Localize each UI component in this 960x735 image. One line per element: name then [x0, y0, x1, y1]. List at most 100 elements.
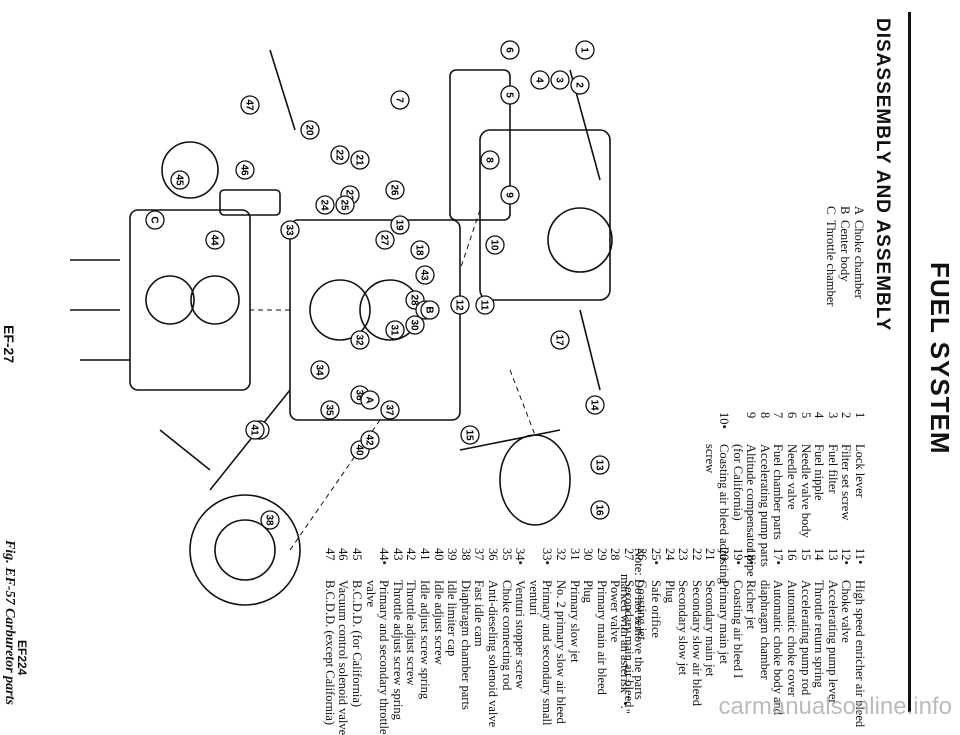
- spring-shape: [159, 429, 211, 471]
- callout-C: C: [145, 210, 165, 230]
- callout-47: 47: [240, 95, 260, 115]
- callout-12: 12: [450, 295, 470, 315]
- page-title: FUEL SYSTEM: [925, 262, 955, 455]
- part-label: Plug: [662, 580, 677, 603]
- throttle-chamber-shape: [129, 209, 251, 391]
- callout-17: 17: [550, 330, 570, 350]
- choke-chamber-shape: [479, 129, 611, 301]
- callout-19: 19: [390, 215, 410, 235]
- choke-bore-shape: [547, 207, 613, 273]
- callout-4: 4: [530, 70, 550, 90]
- svg-text:8: 8: [484, 157, 495, 163]
- part-label: diaphragm chamber: [757, 580, 772, 680]
- watermark: carmanualsonline.info: [718, 693, 952, 720]
- callout-45: 45: [170, 170, 190, 190]
- center-body-shape: [289, 219, 461, 421]
- part-number: 24: [662, 548, 677, 561]
- primary-bore-shape: [309, 279, 371, 341]
- part-number: 1: [853, 412, 867, 419]
- callout-37: 37: [380, 400, 400, 420]
- legend-label: Center body: [838, 220, 852, 282]
- svg-text:5: 5: [504, 92, 515, 98]
- svg-text:17: 17: [554, 334, 565, 346]
- callout-7: 7: [390, 90, 410, 110]
- part-label: Safe orifice: [649, 580, 664, 638]
- figure-caption: Fig. EF-57 Carburetor parts: [2, 540, 17, 705]
- pump-rod-shape: [459, 429, 561, 451]
- part-number: 20: [717, 548, 732, 561]
- part-number: 11•: [853, 548, 867, 565]
- part-number: 12•: [839, 548, 854, 565]
- svg-text:16: 16: [594, 504, 605, 516]
- part-number: 6: [785, 412, 800, 419]
- svg-text:3: 3: [554, 77, 565, 83]
- svg-text:32: 32: [354, 334, 365, 346]
- part-number: 23: [676, 548, 691, 561]
- part-label: Richer jet: [744, 580, 759, 629]
- legend-label: Throttle chamber: [824, 220, 838, 307]
- svg-text:23: 23: [344, 189, 355, 201]
- callout-5: 5: [500, 85, 520, 105]
- part-number: 2: [839, 412, 854, 419]
- part-number: [703, 412, 717, 444]
- svg-text:42: 42: [364, 434, 375, 446]
- screw-shape: [269, 49, 296, 131]
- part-number: 14: [812, 548, 827, 561]
- callout-26: 26: [385, 180, 405, 200]
- automatic-choke-cover-shape: [499, 434, 571, 526]
- svg-text:30: 30: [409, 319, 420, 331]
- part-label: Secondary main jet: [703, 580, 718, 677]
- callout-34: 34: [310, 360, 330, 380]
- svg-text:31: 31: [389, 324, 400, 336]
- callout-B: B: [420, 300, 440, 320]
- link-shape: [209, 389, 291, 491]
- svg-text:46: 46: [239, 164, 250, 176]
- callout-15: 15: [460, 425, 480, 445]
- svg-text:A: A: [364, 396, 375, 403]
- part-label: Primary main jet: [717, 580, 732, 665]
- callout-25: 25: [335, 195, 355, 215]
- svg-text:26: 26: [389, 184, 400, 196]
- svg-text:7: 7: [394, 97, 405, 103]
- part-number: 21: [703, 548, 718, 561]
- svg-text:2: 2: [574, 82, 585, 88]
- svg-text:18: 18: [414, 244, 425, 256]
- throttle-bore-shape: [145, 275, 195, 325]
- part-label: Fuel nipple: [812, 444, 827, 501]
- assembly-line: [459, 209, 481, 271]
- callout-22: 22: [330, 145, 350, 165]
- part-number: 8: [757, 412, 772, 419]
- vacuum-valve-shape: [161, 141, 219, 199]
- part-label: Secondary slow jet: [676, 580, 691, 676]
- svg-text:25: 25: [339, 199, 350, 211]
- callout-41: 41: [245, 420, 265, 440]
- note: Note: Do not remove the parts marked wit…: [618, 548, 646, 714]
- callout-18: 18: [410, 240, 430, 260]
- part-number: 15: [798, 548, 813, 561]
- part-label: (for California): [730, 444, 745, 521]
- callout-20: 20: [300, 120, 320, 140]
- callout-A: A: [360, 390, 380, 410]
- bcdd-inner-shape: [214, 519, 276, 581]
- svg-text:47: 47: [244, 99, 255, 111]
- part-label: Accelerating pump lever: [825, 580, 840, 704]
- callout-32: 32: [350, 330, 370, 350]
- section-title: DISASSEMBLY AND ASSEMBLY: [872, 18, 893, 332]
- fuel-chamber-shape: [449, 69, 511, 221]
- svg-text:20: 20: [304, 124, 315, 136]
- part-number: 9: [744, 412, 759, 419]
- callout-3: 3: [550, 70, 570, 90]
- callout-11: 11: [475, 295, 495, 315]
- part-label: screw: [703, 444, 718, 474]
- part-number: 25•: [649, 548, 664, 565]
- svg-text:34: 34: [314, 364, 325, 376]
- callout-24: 24: [315, 195, 335, 215]
- bcdd-shape: [189, 494, 301, 606]
